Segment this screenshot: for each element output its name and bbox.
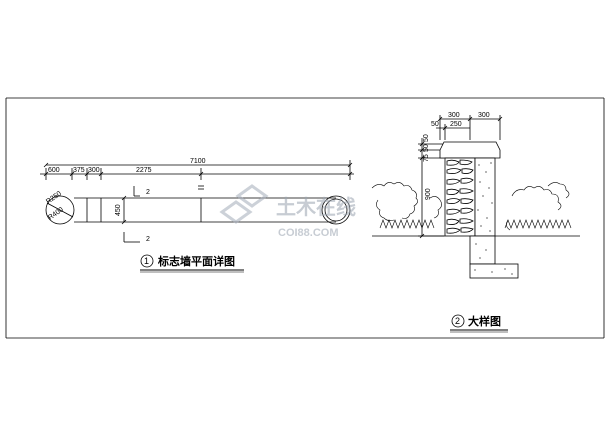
detail-view	[372, 115, 580, 279]
shrubs-left	[371, 182, 442, 229]
detail-caption: 2 大样图	[450, 314, 508, 333]
plan-section-mark-top: 2	[146, 189, 150, 196]
plan-caption: 1 标志墙平面详图	[140, 254, 244, 273]
detail-dim-250: 250	[450, 121, 462, 128]
plan-dim-300: 300	[88, 167, 100, 174]
shrubs-right	[504, 182, 572, 231]
detail-dim-75: 75	[423, 154, 430, 162]
detail-dim-900: 900	[425, 188, 432, 200]
detail-dim-50-left-a: 50	[423, 134, 430, 142]
plan-dim-2275: 2275	[136, 167, 152, 174]
plan-caption-number: 1	[144, 256, 149, 266]
detail-dim-300-left: 300	[448, 112, 460, 119]
detail-dim-300-right: 300	[478, 112, 490, 119]
detail-dim-50-left-b: 50	[423, 144, 430, 152]
plan-dim-r400: R400	[47, 206, 65, 221]
concrete-stipple	[474, 162, 513, 275]
plan-dim-r250: R250	[45, 190, 63, 205]
watermark-en: COI88.COM	[278, 227, 339, 239]
plan-dim-7100: 7100	[190, 158, 206, 165]
detail-caption-number: 2	[455, 316, 460, 326]
plan-caption-title: 标志墙平面详图	[157, 254, 235, 268]
watermark-cn: 土木在线	[276, 195, 356, 219]
detail-caption-title: 大样图	[468, 314, 501, 328]
drawing-frame	[5, 97, 605, 339]
detail-dim-50-top: 50	[431, 121, 439, 128]
plan-view	[40, 160, 354, 243]
plan-dim-450: 450	[115, 204, 122, 216]
plan-section-mark-bottom: 2	[146, 236, 150, 243]
plan-dim-600: 600	[48, 167, 60, 174]
watermark: 土木在线 COI88.COM	[219, 184, 356, 239]
plan-dim-375: 375	[73, 167, 85, 174]
